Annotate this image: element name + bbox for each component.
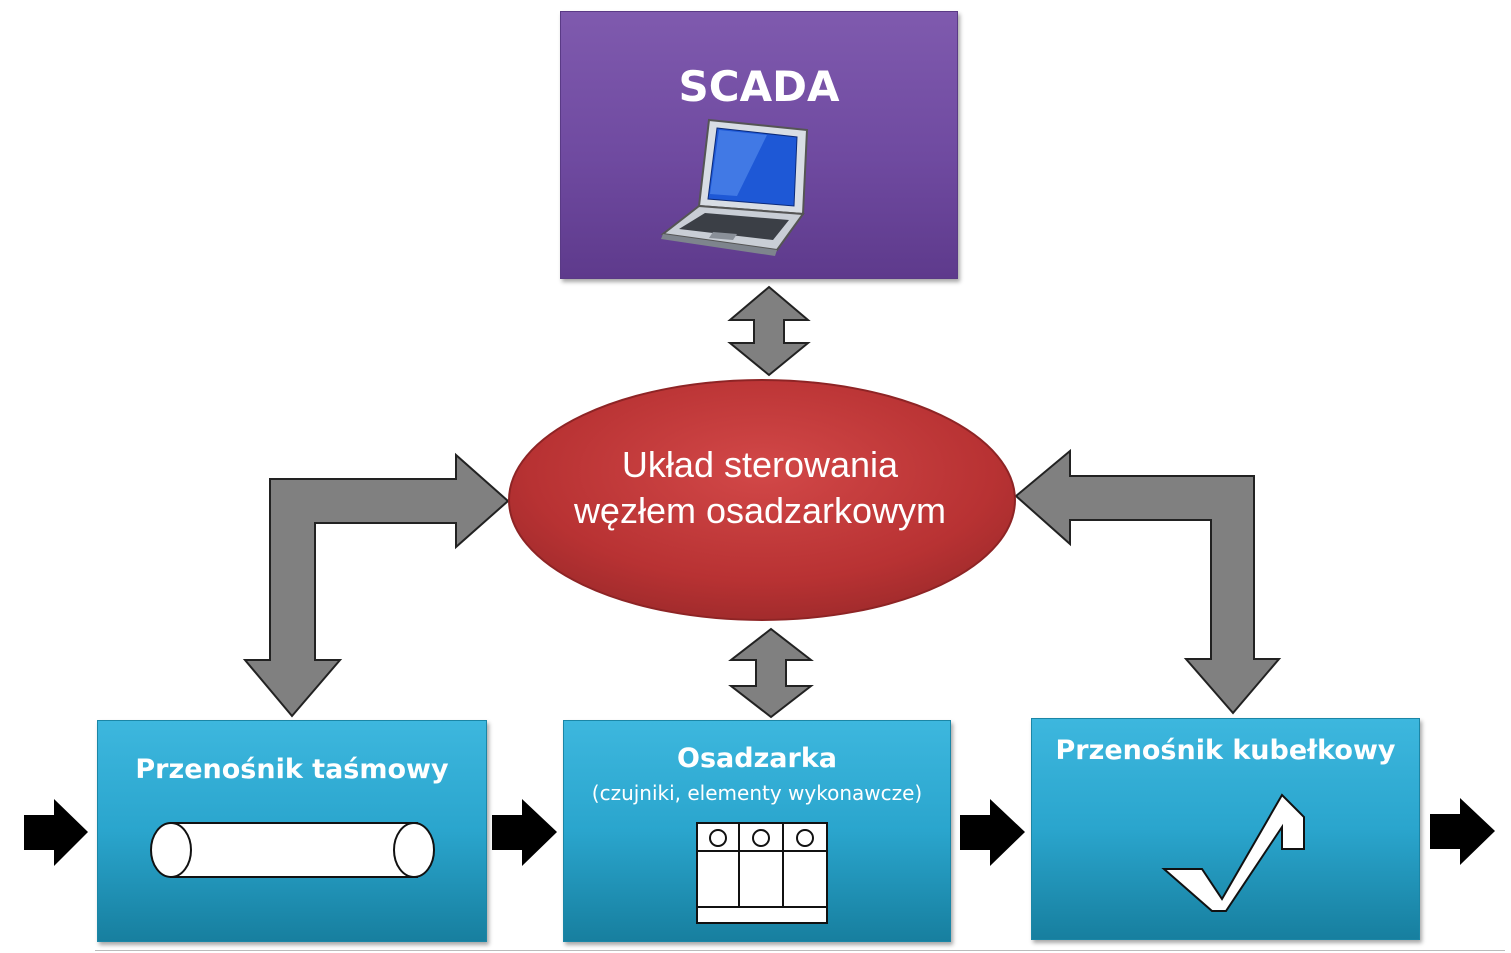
flow-arrow-input xyxy=(24,799,88,866)
settler-title: Osadzarka xyxy=(677,743,837,774)
scada-box: SCADA xyxy=(560,11,958,279)
flow-arrow-settler-bucket xyxy=(960,799,1025,866)
controller-settler-arrow xyxy=(728,627,814,719)
bottom-divider xyxy=(95,950,1505,951)
scada-controller-arrow xyxy=(727,285,811,377)
conveyor-title: Przenośnik taśmowy xyxy=(135,754,449,785)
scada-title: SCADA xyxy=(678,62,840,111)
controller-label-line1: Układ sterowania xyxy=(621,444,899,485)
flow-arrow-conveyor-settler xyxy=(492,799,557,866)
controller-bucket-arrow xyxy=(1014,448,1282,715)
settler-subtitle: (czujniki, elementy wykonawcze) xyxy=(591,781,923,805)
controller-label-line2: węzłem osadzarkowym xyxy=(573,490,947,531)
conveyor-box: Przenośnik taśmowy xyxy=(97,720,487,942)
controller-label: Układ sterowania węzłem osadzarkowym xyxy=(520,442,1000,534)
belt-conveyor-roller-icon xyxy=(150,822,435,878)
bucket-elevator-title: Przenośnik kubełkowy xyxy=(1055,735,1396,766)
controller-oval xyxy=(508,379,1016,621)
settler-box: Osadzarka (czujniki, elementy wykonawcze… xyxy=(563,720,951,942)
settler-cabinet-icon xyxy=(696,822,828,924)
bucket-elevator-icon xyxy=(1161,793,1305,912)
flow-arrow-output xyxy=(1430,798,1495,865)
controller-conveyor-arrow xyxy=(242,452,510,718)
bucket-elevator-box: Przenośnik kubełkowy xyxy=(1031,718,1420,940)
laptop-icon xyxy=(660,118,809,256)
